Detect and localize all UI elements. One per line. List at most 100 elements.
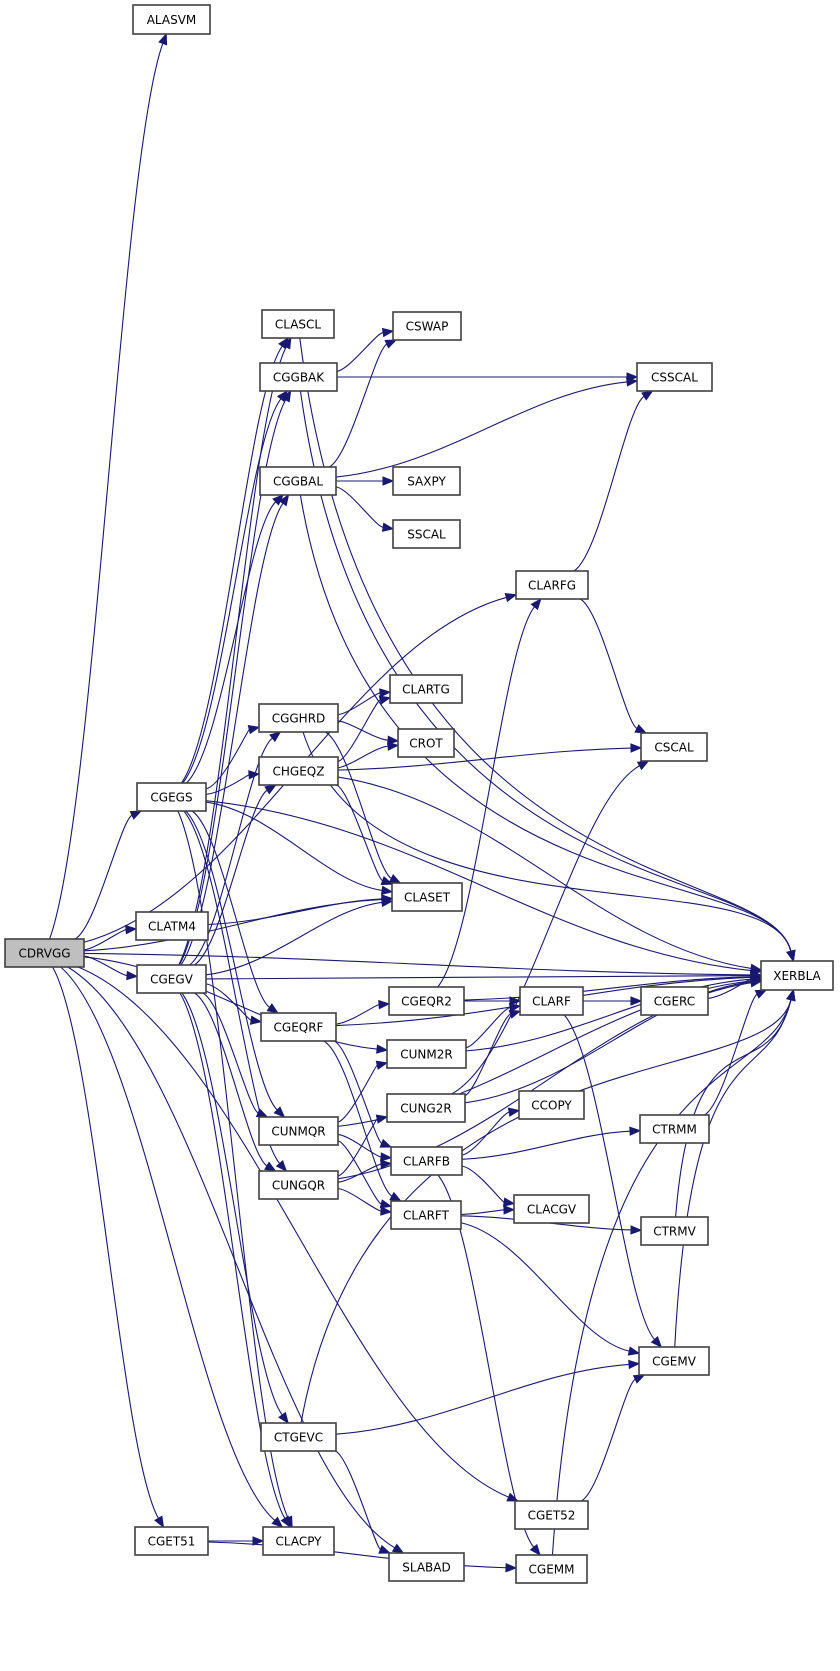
node-xerbla[interactable]: XERBLA [760,960,834,991]
node-label: CLARFT [403,1209,450,1223]
edge-line [337,745,389,769]
node-cggbak[interactable]: CGGBAK [259,362,338,392]
arrowhead-icon [278,493,290,507]
node-chgeqz[interactable]: CHGEQZ [258,756,339,786]
edge-clarfg-to-cscal [579,598,648,734]
node-label: CTGEVC [274,1431,323,1445]
edge-line [77,966,509,1498]
node-label: CCOPY [531,1099,572,1113]
node-box [390,1200,462,1230]
edge-cgegv-to-chgeqz [194,784,277,966]
node-label: CLATM4 [148,920,196,934]
edge-cgegs-to-cgghrd [205,724,261,790]
arrowhead-icon [126,970,139,981]
node-cgeqr2[interactable]: CGEQR2 [388,986,465,1016]
edge-line [67,966,395,1549]
edge-line [337,1064,378,1123]
edge-cggbak-to-xerbla [299,390,796,963]
node-sscal[interactable]: SSCAL [392,519,461,549]
node-clatm4[interactable]: CLATM4 [135,911,209,941]
edge-cggbal-to-cswap [328,339,398,468]
edge-line [337,1118,378,1177]
node-cgerc[interactable]: CGERC [640,986,709,1016]
node-cget52[interactable]: CGET52 [514,1500,589,1530]
node-cgghrd[interactable]: CGGHRD [258,703,339,733]
edge-line [579,598,638,730]
arrowhead-icon [375,1114,389,1124]
edge-line [580,1378,636,1502]
edge-cdrvgg-to-cget51 [52,966,165,1529]
node-crot[interactable]: CROT [397,728,455,758]
node-ctgevc[interactable]: CTGEVC [260,1422,337,1452]
edge-clarfg-to-csscal [573,390,654,572]
node-box [386,1039,467,1069]
node-cgemv[interactable]: CGEMV [638,1346,710,1376]
node-alasvm[interactable]: ALASVM [132,4,211,35]
arrowhead-icon [275,1159,288,1173]
node-cgegs[interactable]: CGEGS [136,782,207,812]
node-clascl[interactable]: CLASCL [261,309,335,339]
node-label: CLARFG [528,579,576,593]
edge-cdrvgg-to-cgegs [74,810,143,940]
arrowhead-icon [641,390,654,401]
edge-cgemv-to-xerbla [674,988,796,1348]
node-cung2r[interactable]: CUNG2R [386,1093,466,1123]
node-box [636,362,713,392]
node-cgegv[interactable]: CGEGV [136,964,207,994]
node-ccopy[interactable]: CCOPY [518,1090,585,1120]
arrowhead-icon [381,327,395,338]
node-clacgv[interactable]: CLACGV [513,1194,590,1224]
edge-line [325,731,392,879]
edge-cdrvgg-to-slabad [67,966,405,1554]
node-csscal[interactable]: CSSCAL [636,362,713,392]
node-label: CGERC [654,995,695,1009]
node-clarft[interactable]: CLARFT [390,1200,462,1230]
arrowhead-icon [749,963,763,974]
node-clarf[interactable]: CLARF [519,986,584,1016]
node-ctrmm[interactable]: CTRMM [639,1114,710,1144]
node-claset[interactable]: CLASET [391,882,463,912]
node-cgemm[interactable]: CGEMM [515,1554,588,1584]
edge-line [205,901,383,976]
edge-line [336,331,384,372]
node-cscal[interactable]: CSCAL [640,732,708,762]
node-cunmqr[interactable]: CUNMQR [258,1116,339,1146]
edge-cgegs-to-xerbla [205,800,763,976]
node-slabad[interactable]: SLABAD [388,1552,465,1582]
node-label: CHGEQZ [273,765,325,779]
node-clacpy[interactable]: CLACPY [262,1526,335,1556]
node-clartg[interactable]: CLARTG [389,674,463,704]
arrowhead-icon [264,784,277,795]
node-label: SLABAD [402,1561,450,1575]
arrowhead-icon [247,724,261,735]
node-clarfb[interactable]: CLARFB [390,1146,463,1176]
edge-line [335,1363,630,1435]
edge-cgegv-to-cgghrd [189,731,282,966]
node-ctrmv[interactable]: CTRMV [640,1216,709,1246]
node-cswap[interactable]: CSWAP [392,311,462,341]
edge-line [461,1165,505,1203]
node-cget51[interactable]: CGET51 [134,1526,209,1556]
arrowhead-icon [125,924,138,935]
arrowhead-icon [378,695,392,705]
arrowhead-icon [630,743,643,753]
edge-cgghrd-to-crot [337,720,400,745]
node-label: CLASCL [275,318,322,332]
node-label: CGEMV [652,1355,697,1369]
edge-clarft-to-cgemv [460,1222,641,1356]
arrowhead-icon [129,810,143,820]
node-cunm2r[interactable]: CUNM2R [386,1039,467,1069]
edge-line [337,1187,382,1212]
node-cggbal[interactable]: CGGBAL [259,466,337,496]
node-clarfg[interactable]: CLARFG [515,570,589,600]
node-saxpy[interactable]: SAXPY [392,466,461,496]
edge-line [674,999,792,1348]
node-cgeqrf[interactable]: CGEQRF [260,1012,337,1042]
node-label: CDRVGG [18,947,70,961]
node-cungqr[interactable]: CUNGQR [258,1170,339,1200]
edge-line [182,398,282,784]
edge-line [573,395,645,572]
node-box [518,1090,585,1120]
edge-line [178,346,287,966]
node-label: CGEGS [150,791,192,805]
